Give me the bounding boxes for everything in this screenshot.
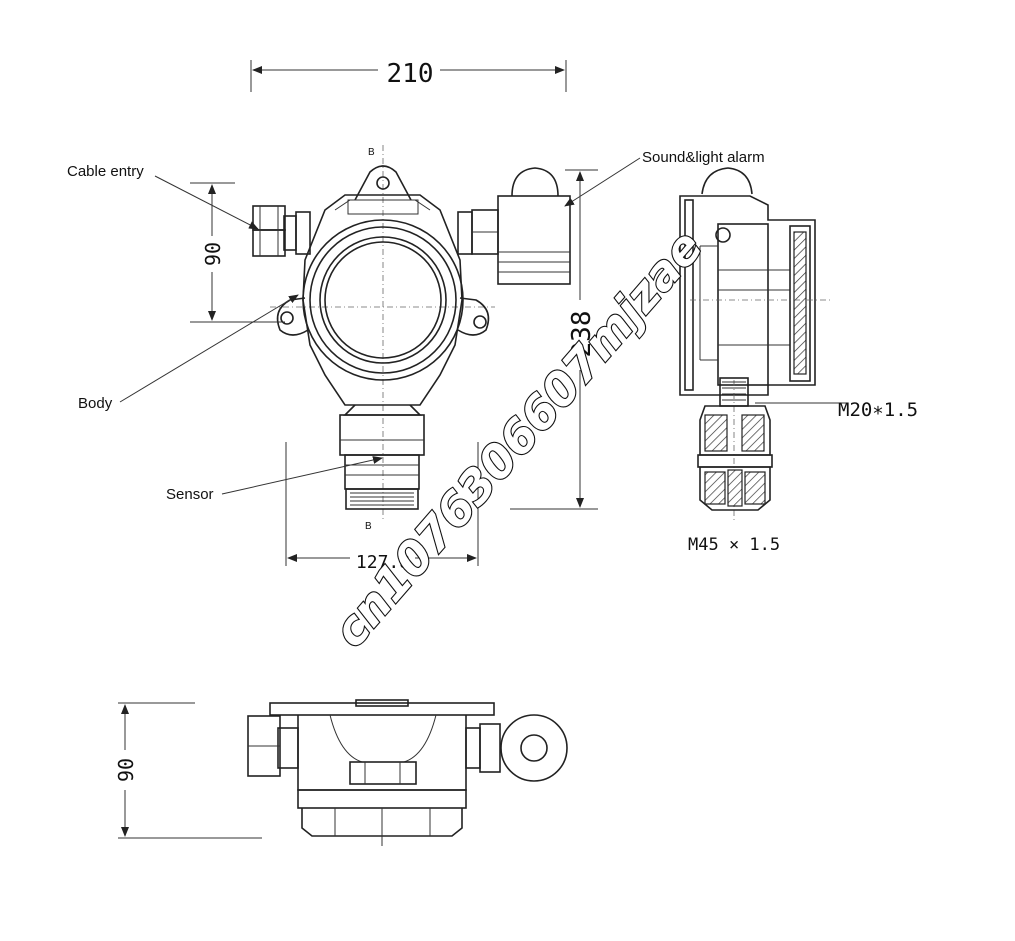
label-leaders	[119, 157, 641, 495]
dimension-210: 210	[250, 59, 567, 92]
section-mark-bottom: B	[365, 521, 372, 532]
body-label: Body	[78, 395, 113, 412]
dimension-90-front: 90	[190, 182, 285, 323]
bottom-view: 90	[114, 699, 568, 846]
sensor-label: Sensor	[166, 486, 214, 503]
dimension-90-front-label: 90	[201, 242, 225, 266]
front-view: 210 B	[67, 59, 765, 573]
thread-m45-label: M45 × 1.5	[688, 535, 780, 555]
dimension-127-8: 127.8	[285, 442, 479, 573]
dimension-210-label: 210	[387, 59, 434, 89]
sensor-assembly	[339, 404, 425, 510]
dimension-238: 238	[510, 169, 598, 510]
cable-entry-fitting	[252, 205, 311, 257]
watermark: cn1076306607mjzae	[323, 220, 713, 658]
alarm-fitting	[457, 167, 571, 285]
sound-light-alarm-label: Sound&light alarm	[642, 149, 765, 166]
thread-m20-label: M20∗1.5	[838, 399, 918, 421]
side-view: M20∗1.5 M45 × 1.5	[679, 167, 918, 555]
dimension-90-bottom-label: 90	[114, 758, 138, 782]
section-mark-top: B	[368, 147, 375, 158]
dimension-238-label: 238	[567, 311, 597, 358]
dimension-90-bottom: 90	[114, 702, 262, 839]
dimension-127-8-label: 127.8	[356, 552, 410, 573]
cable-entry-label: Cable entry	[67, 163, 144, 180]
